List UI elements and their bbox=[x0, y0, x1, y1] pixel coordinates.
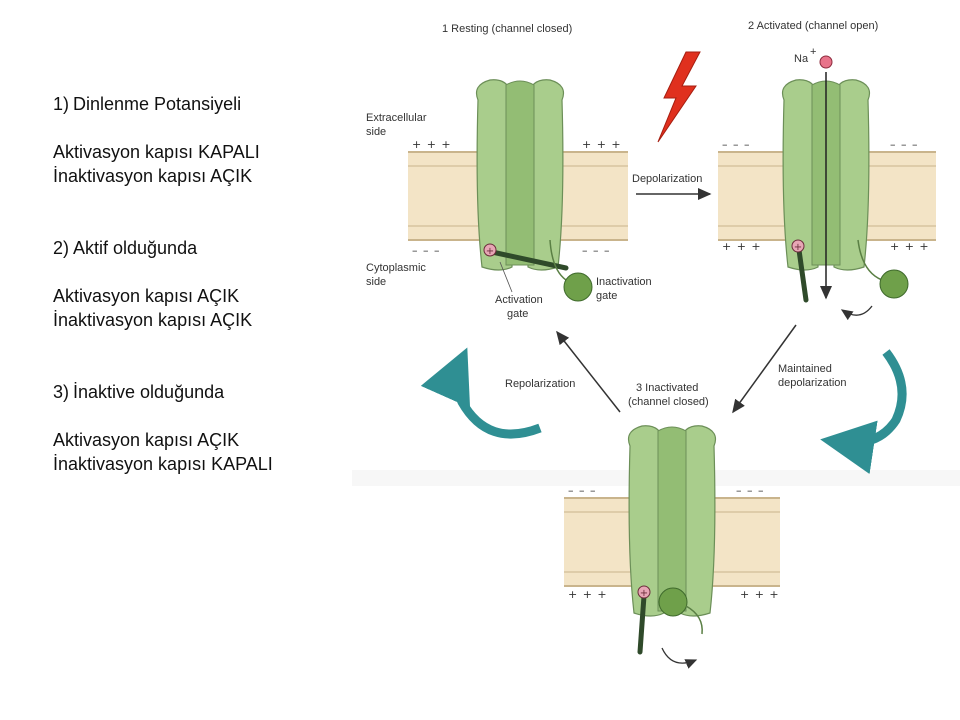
cytoplasmic-label: Cytoplasmic bbox=[366, 262, 426, 274]
gate-charge-sign: + bbox=[640, 588, 648, 599]
depolarization-label: Depolarization bbox=[632, 173, 702, 185]
note-activation-gate: Aktivasyon kapısı AÇIK bbox=[53, 286, 240, 306]
note-title: Dinlenme Potansiyeli bbox=[73, 94, 242, 114]
inactivation-gate-ball bbox=[658, 587, 688, 617]
note-inactivation-gate: İnaktivasyon kapısı KAPALI bbox=[53, 454, 273, 474]
inactivation-gate-label: Inactivation bbox=[596, 276, 652, 288]
note-active-title: 2) Aktif olduğunda bbox=[53, 236, 343, 260]
note-inactivation-gate: İnaktivasyon kapısı AÇIK bbox=[53, 166, 253, 186]
gate-charge-icon bbox=[637, 585, 651, 599]
plus-signs: + + + bbox=[568, 588, 608, 601]
state-2-activated: 2 Activated (channel open) – – – – – – +… bbox=[718, 20, 936, 321]
extracellular-label: Extracellular bbox=[366, 112, 427, 124]
gate-charge-sign: + bbox=[486, 246, 494, 257]
repolarization-arrow bbox=[556, 330, 621, 413]
note-activation-gate: Aktivasyon kapısı AÇIK bbox=[53, 430, 240, 450]
extracellular-label: side bbox=[366, 126, 386, 138]
minus-signs: – – – bbox=[736, 484, 765, 497]
inactivation-gate-label: gate bbox=[596, 290, 617, 302]
sodium-ion-label: Na bbox=[794, 53, 809, 65]
plus-signs: + + + bbox=[890, 240, 930, 253]
state-3-title: 3 Inactivated bbox=[636, 382, 698, 394]
activation-gate-label: gate bbox=[507, 308, 528, 320]
minus-signs: – – – bbox=[412, 244, 441, 257]
note-title: Aktif olduğunda bbox=[73, 238, 198, 258]
activation-gate bbox=[796, 247, 809, 303]
note-number: 1) bbox=[53, 94, 70, 114]
sodium-ion-icon bbox=[819, 55, 833, 69]
maintained-depolarization-arrow bbox=[732, 324, 797, 414]
inactivation-gate-ball bbox=[879, 269, 909, 299]
minus-signs: – – – bbox=[568, 484, 597, 497]
minus-signs: – – – bbox=[582, 244, 611, 257]
cycle-arrow-right-icon bbox=[820, 349, 907, 475]
activation-gate-label: Activation bbox=[495, 294, 543, 306]
repolarization-label: Repolarization bbox=[505, 378, 575, 390]
gate-motion-arrow bbox=[840, 305, 873, 321]
gate-charge-icon bbox=[483, 243, 497, 257]
annotation-notes: 1) Dinlenme Potansiyeli Aktivasyon kapıs… bbox=[53, 92, 343, 476]
state-1-resting: 1 Resting (channel closed) + + + + + + –… bbox=[366, 23, 652, 320]
lightning-bolt-icon bbox=[657, 51, 701, 143]
gate-motion-arrow bbox=[661, 647, 698, 669]
note-title: İnaktive olduğunda bbox=[73, 382, 225, 402]
note-activation-gate: Aktivasyon kapısı KAPALI bbox=[53, 142, 260, 162]
note-number: 2) bbox=[53, 238, 70, 258]
note-number: 3) bbox=[53, 382, 70, 402]
state-1-title: 1 Resting (channel closed) bbox=[442, 23, 572, 35]
note-inactive-title: 3) İnaktive olduğunda bbox=[53, 380, 343, 404]
plus-signs: + + + bbox=[582, 138, 622, 151]
gate-charge-sign: + bbox=[794, 242, 802, 253]
gate-charge-icon bbox=[791, 239, 805, 253]
inactivation-gate-ball bbox=[563, 272, 593, 302]
activation-gate bbox=[489, 249, 569, 271]
maintained-depolarization-label: Maintained bbox=[778, 363, 832, 375]
plus-signs: + + + bbox=[740, 588, 780, 601]
minus-signs: – – – bbox=[890, 138, 919, 151]
cytoplasmic-label: side bbox=[366, 276, 386, 288]
plus-signs: + + + bbox=[722, 240, 762, 253]
activation-gate bbox=[637, 593, 647, 655]
maintained-depolarization-label: depolarization bbox=[778, 377, 847, 389]
state-2-title: 2 Activated (channel open) bbox=[748, 20, 878, 32]
sodium-ion-charge: + bbox=[810, 46, 816, 58]
cycle-arrow-left-icon bbox=[420, 347, 542, 439]
note-resting-title: 1) Dinlenme Potansiyeli bbox=[53, 92, 343, 116]
state-3-title: (channel closed) bbox=[628, 396, 709, 408]
state-3-inactivated: 3 Inactivated (channel closed) – – – – –… bbox=[564, 382, 780, 669]
plus-signs: + + + bbox=[412, 138, 452, 151]
minus-signs: – – – bbox=[722, 138, 751, 151]
note-inactivation-gate: İnaktivasyon kapısı AÇIK bbox=[53, 310, 253, 330]
